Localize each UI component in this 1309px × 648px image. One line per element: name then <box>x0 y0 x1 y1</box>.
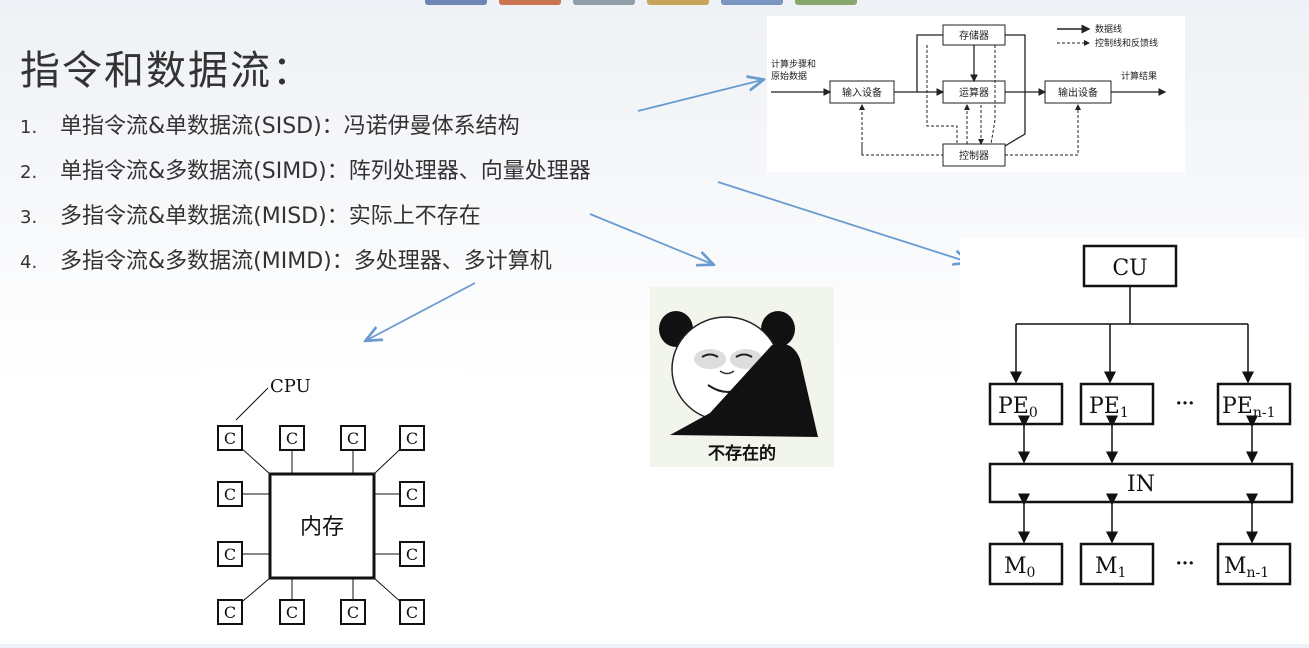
item-number: 1. <box>20 117 38 138</box>
slide-title: 指令和数据流： <box>20 48 314 94</box>
m-label: M1 <box>1095 554 1126 581</box>
arrow-sisd <box>637 80 762 112</box>
processor-cell-label: C <box>286 603 298 622</box>
input-label: 输入设备 <box>842 86 882 99</box>
processor-cell <box>217 599 243 625</box>
memory-box <box>268 472 376 580</box>
ellipsis: ··· <box>1176 553 1195 574</box>
processor-cell <box>217 425 243 451</box>
memory-label: 存储器 <box>959 29 989 42</box>
tab-mark <box>795 0 857 5</box>
cpu-pointer <box>235 387 269 421</box>
arrow-misd <box>589 213 712 264</box>
output-label: 输出设备 <box>1058 86 1098 99</box>
m-label: Mn-1 <box>1224 554 1269 581</box>
von-neumann-diagram: 计算步骤和 原始数据 计算结果 数据线 控制线和反馈线 <box>767 16 1185 172</box>
von-neumann-svg: 计算步骤和 原始数据 计算结果 数据线 控制线和反馈线 <box>771 23 1167 167</box>
result-label: 计算结果 <box>1121 70 1157 82</box>
tab-mark <box>647 0 709 5</box>
panda-drawing <box>659 311 818 437</box>
processor-cell-label: C <box>347 429 359 448</box>
processor-cell-label: C <box>224 485 236 504</box>
in-label: IN <box>1127 472 1155 497</box>
processor-cell <box>217 481 243 507</box>
input-data-label: 计算步骤和 <box>771 58 816 70</box>
item-number: 2. <box>20 162 38 183</box>
processor-cell <box>399 599 425 625</box>
item-text: 单指令流&单数据流(SISD)：冯诺伊曼体系结构 <box>60 114 520 139</box>
processor-cell-label: C <box>406 603 418 622</box>
pe-label: PEn-1 <box>1222 394 1276 421</box>
pe-label: PE0 <box>998 394 1038 421</box>
m-box <box>1079 542 1155 586</box>
item-number: 4. <box>20 252 38 273</box>
flow-type-list: 1. 单指令流&单数据流(SISD)：冯诺伊曼体系结构 2. 单指令流&多数据流(S… <box>20 104 591 284</box>
processor-cell <box>340 425 366 451</box>
processor-cell-label: C <box>347 603 359 622</box>
mimd-diagram: CPU 内存 C C C C C C C C C C C C <box>200 366 462 644</box>
item-text: 单指令流&多数据流(SIMD)：阵列处理器、向量处理器 <box>60 159 591 184</box>
m-box <box>988 542 1064 586</box>
processor-cell-label: C <box>224 603 236 622</box>
simd-diagram: CU IN PE0 PE1 PEn-1 M0 M1 Mn-1 ··· ··· <box>960 238 1305 590</box>
tab-mark <box>573 0 635 5</box>
list-item: 2. 单指令流&多数据流(SIMD)：阵列处理器、向量处理器 <box>20 149 591 194</box>
pe-label: PE1 <box>1089 394 1129 421</box>
processor-cell <box>399 481 425 507</box>
control-label: 控制器 <box>959 149 989 162</box>
simd-svg: CU IN PE0 PE1 PEn-1 M0 M1 Mn-1 ··· ··· <box>988 244 1294 586</box>
alu-label: 运算器 <box>959 86 989 99</box>
input-data-label: 原始数据 <box>771 70 807 82</box>
tab-mark <box>721 0 783 5</box>
processor-cell-label: C <box>286 429 298 448</box>
top-tab-strip <box>425 0 857 5</box>
processor-cell <box>279 599 305 625</box>
legend-control-line: 控制线和反馈线 <box>1095 37 1158 49</box>
processor-cell <box>399 541 425 567</box>
m-label: M0 <box>1004 554 1035 581</box>
tab-mark <box>499 0 561 5</box>
item-text: 多指令流&单数据流(MISD)：实际上不存在 <box>60 204 481 229</box>
processor-cell-label: C <box>406 485 418 504</box>
processor-cell <box>399 425 425 451</box>
processor-cell <box>340 599 366 625</box>
legend-data-line: 数据线 <box>1095 23 1122 35</box>
mimd-svg: CPU 内存 C C C C C C C C C C C C <box>217 376 425 625</box>
processor-cell-label: C <box>406 429 418 448</box>
meme-caption: 不存在的 <box>708 444 776 464</box>
arrow-mimd <box>367 282 476 340</box>
arrow-simd <box>717 181 968 262</box>
list-item: 4. 多指令流&多数据流(MIMD)：多处理器、多计算机 <box>20 239 591 284</box>
list-item: 3. 多指令流&单数据流(MISD)：实际上不存在 <box>20 194 591 239</box>
cpu-label: CPU <box>270 376 311 397</box>
processor-cell-label: C <box>224 429 236 448</box>
panda-meme-image: 不存在的 <box>650 287 834 467</box>
tab-mark <box>425 0 487 5</box>
in-box <box>988 462 1294 504</box>
processor-cell-label: C <box>406 545 418 564</box>
ellipsis: ··· <box>1176 393 1195 414</box>
memory-label: 内存 <box>300 515 344 540</box>
processor-cell <box>279 425 305 451</box>
processor-cell <box>217 541 243 567</box>
item-text: 多指令流&多数据流(MIMD)：多处理器、多计算机 <box>60 249 552 274</box>
processor-cell-label: C <box>224 545 236 564</box>
m-box <box>1216 542 1292 586</box>
list-item: 1. 单指令流&单数据流(SISD)：冯诺伊曼体系结构 <box>20 104 591 149</box>
item-number: 3. <box>20 207 38 228</box>
cu-label: CU <box>1112 256 1147 281</box>
